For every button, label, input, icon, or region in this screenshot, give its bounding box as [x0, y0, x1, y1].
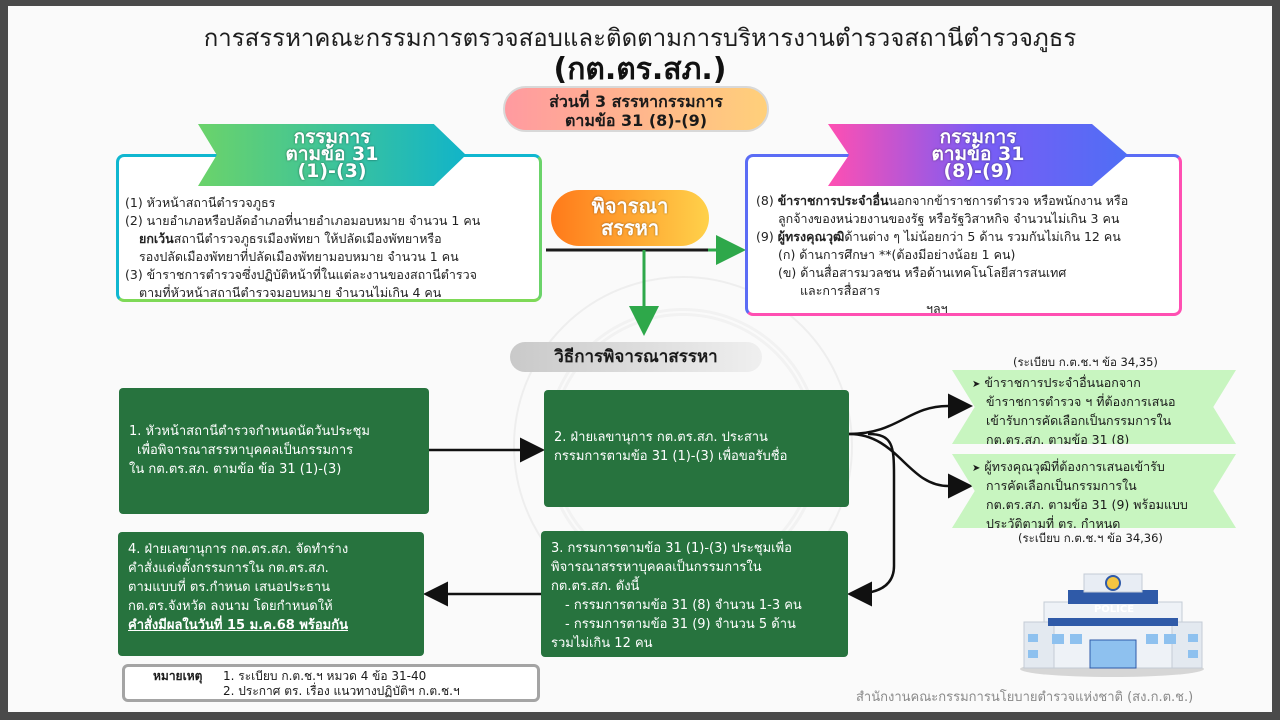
- pentagon-line: ข้าราชการตำรวจ ฯ ที่ต้องการเสนอ: [986, 393, 1236, 412]
- effective-date-line: คำสั่งมีผลในวันที่ 15 ม.ค.68 พร้อมกัน: [128, 618, 349, 633]
- pentagon-line: ข้าราชการประจำอื่นนอกจาก: [984, 374, 1236, 393]
- step-line: กต.ตร.จังหวัด ลงนาม โดยกำหนดให้: [128, 599, 333, 614]
- infographic-page: การสรรหาคณะกรรมการตรวจสอบและติดตามการบริ…: [8, 6, 1272, 712]
- part-label: ส่วนที่ 3 สรรหากรรมการ ตามข้อ 31 (8)-(9): [503, 86, 769, 132]
- step2-box: 2. ฝ่ายเลขานุการ กต.ตร.สภ. ประสาน กรรมกา…: [544, 390, 849, 507]
- item-bold: ผู้ทรงคุณวุฒิ: [777, 229, 845, 244]
- consider-recruit-pill: พิจารณา สรรหา: [551, 190, 709, 246]
- pentagon-line: ประวัติตามที่ ตร. กำหนด: [986, 516, 1121, 531]
- connector-pentagons-to-step3: [847, 432, 896, 607]
- banner-line2: ตามข้อ 31: [931, 143, 1025, 165]
- list-item: และการสื่อสาร: [800, 283, 881, 298]
- note-line: หมายเหตุ 1. ระเบียบ ก.ต.ช.ฯ หมวด 4 ข้อ 31…: [153, 669, 537, 684]
- pentagon-line: กต.ตร.สภ. ตามข้อ 31 (9) พร้อมแบบ: [986, 497, 1188, 512]
- item-number: (9): [756, 229, 774, 244]
- list-item: ยกเว้นสถานีตำรวจภูธรเมืองพัทยา ให้ปลัดเม…: [125, 230, 480, 248]
- pentagon-line: กต.ตร.สภ. ตามข้อ 31 (8): [986, 432, 1130, 447]
- pentagon-line: เข้ารับการคัดเลือกเป็นกรรมการใน: [986, 413, 1172, 428]
- step-line: ตามแบบที่ ตร.กำหนด เสนอประธาน: [128, 580, 331, 595]
- note-title: หมายเหตุ: [153, 669, 203, 683]
- connector-arrows: [423, 235, 973, 607]
- banner-line1: กรรมการ: [939, 126, 1017, 148]
- exception-text: สถานีตำรวจภูธรเมืองพัทยา ให้ปลัดเมืองพัท…: [173, 231, 442, 246]
- item-number: (8): [756, 193, 774, 208]
- step-line: เพื่อพิจารณาสรรหาบุคคลเป็นกรรมการ: [137, 443, 354, 458]
- left-committee-list: (1) หัวหน้าสถานีตำรวจภูธร (2) นายอำเภอหร…: [125, 194, 480, 302]
- consider-line2: สรรหา: [600, 216, 660, 240]
- right-committee-list: (8) ข้าราชการประจำอื่นนอกจากข้าราชการตำร…: [756, 192, 1128, 318]
- step-line: 2. ฝ่ายเลขานุการ กต.ตร.สภ. ประสาน: [554, 430, 768, 445]
- step-line: กรรมการตามข้อ 31 (1)-(3) เพื่อขอรับชื่อ: [554, 449, 788, 464]
- step-line: คำสั่งแต่งตั้งกรรมการใน กต.ตร.สภ.: [128, 561, 329, 576]
- step3-box: 3. กรรมการตามข้อ 31 (1)-(3) ประชุมเพื่อ …: [541, 531, 848, 657]
- step1-box: 1. หัวหน้าสถานีตำรวจกำหนดนัดวันประชุม เพ…: [119, 388, 429, 514]
- list-item: (ข) ด้านสื่อสารมวลชน หรือด้านเทคโนโลยีสา…: [778, 265, 1067, 280]
- list-item: ฯลฯ: [926, 301, 948, 316]
- note-text: 1. ระเบียบ ก.ต.ช.ฯ หมวด 4 ข้อ 31-40: [223, 669, 427, 683]
- step-line: - กรรมการตามข้อ 31 (9) จำนวน 5 ด้าน: [565, 617, 796, 632]
- part-label-line1: ส่วนที่ 3 สรรหากรรมการ: [549, 92, 723, 111]
- page-title: การสรรหาคณะกรรมการตรวจสอบและติดตามการบริ…: [203, 24, 1077, 52]
- pentagon-line: การคัดเลือกเป็นกรรมการใน: [986, 478, 1137, 493]
- connector-step2-to-pentagon1: [848, 393, 973, 436]
- step-line: 4. ฝ่ายเลขานุการ กต.ตร.สภ. จัดทำร่าง: [128, 542, 349, 557]
- regulation-ref-bottom: (ระเบียบ ก.ต.ช.ฯ ข้อ 34,36): [1018, 531, 1163, 545]
- step-line: 3. กรรมการตามข้อ 31 (1)-(3) ประชุมเพื่อ: [551, 541, 792, 556]
- regulation-ref-top: (ระเบียบ ก.ต.ช.ฯ ข้อ 34,35): [1013, 355, 1158, 369]
- item-text: ด้านต่าง ๆ ไม่น้อยกว่า 5 ด้าน รวมกันไม่เ…: [844, 229, 1121, 244]
- part-label-line2: ตามข้อ 31 (8)-(9): [564, 111, 708, 130]
- step4-box: 4. ฝ่ายเลขานุการ กต.ตร.สภ. จัดทำร่าง คำส…: [118, 532, 424, 656]
- list-item: (8) ข้าราชการประจำอื่นนอกจากข้าราชการตำร…: [756, 192, 1128, 210]
- list-item: (2) นายอำเภอหรือปลัดอำเภอที่นายอำเภอมอบห…: [125, 213, 481, 228]
- step-line: พิจารณาสรรหาบุคคลเป็นกรรมการใน: [551, 560, 762, 575]
- exception-label: ยกเว้น: [139, 231, 174, 246]
- step-line: รวมไม่เกิน 12 คน: [551, 636, 653, 651]
- step-line: 1. หัวหน้าสถานีตำรวจกำหนดนัดวันประชุม: [129, 424, 370, 439]
- list-item: ตามที่หัวหน้าสถานีตำรวจมอบหมาย จำนวนไม่เ…: [139, 285, 442, 300]
- list-item: (ก) ด้านการศึกษา **(ต้องมีอย่างน้อย 1 คน…: [778, 247, 1016, 262]
- pentagon-expert: ผู้ทรงคุณวุฒิที่ต้องการเสนอเข้ารับ การคั…: [952, 454, 1236, 528]
- left-committee-banner: กรรมการ ตามข้อ 31 (1)-(3): [198, 124, 466, 186]
- list-item: (3) ข้าราชการตำรวจซึ่งปฏิบัติหน้าที่ในแต…: [125, 267, 477, 282]
- note-box: หมายเหตุ 1. ระเบียบ ก.ต.ช.ฯ หมวด 4 ข้อ 31…: [122, 664, 540, 702]
- banner-line3: (1)-(3): [297, 160, 367, 182]
- banner-line2: ตามข้อ 31: [285, 143, 379, 165]
- step-line: ใน กต.ตร.สภ. ตามข้อ ข้อ 31 (1)-(3): [129, 462, 342, 477]
- page-subtitle: (กต.ตร.สภ.): [553, 52, 727, 87]
- pentagon-line: ผู้ทรงคุณวุฒิที่ต้องการเสนอเข้ารับ: [984, 458, 1236, 477]
- connector-step2-to-pentagon2: [848, 432, 973, 499]
- list-item: (1) หัวหน้าสถานีตำรวจภูธร: [125, 195, 276, 210]
- police-sign: POLICE: [1093, 604, 1135, 615]
- consider-line1: พิจารณา: [591, 194, 669, 218]
- item-text: นอกจากข้าราชการตำรวจ หรือพนักงาน หรือ: [888, 193, 1129, 208]
- right-committee-banner: กรรมการ ตามข้อ 31 (8)-(9): [828, 124, 1128, 186]
- item-bold: ข้าราชการประจำอื่น: [777, 193, 889, 208]
- step-line: - กรรมการตามข้อ 31 (8) จำนวน 1-3 คน: [565, 598, 802, 613]
- banner-line3: (8)-(9): [943, 160, 1013, 182]
- pentagon-text: ข้าราชการตำรวจ ฯ ที่ต้องการเสนอ: [986, 394, 1176, 409]
- list-item: รองปลัดเมืองพัทยาที่ปลัดเมืองพัทยามอบหมา…: [139, 249, 459, 264]
- method-label: วิธีการพิจารณาสรรหา: [510, 342, 762, 372]
- note-line: 2. ประกาศ ตร. เรื่อง แนวทางปฏิบัติฯ ก.ต.…: [223, 684, 460, 698]
- list-item: ลูกจ้างของหน่วยงานของรัฐ หรือรัฐวิสาหกิจ…: [778, 211, 1120, 226]
- pentagon-civil-servant: ข้าราชการประจำอื่นนอกจาก ข้าราชการตำรวจ …: [952, 370, 1236, 444]
- banner-line1: กรรมการ: [293, 126, 371, 148]
- footer-agency: สำนักงานคณะกรรมการนโยบายตำรวจแห่งชาติ (ส…: [856, 690, 1194, 705]
- list-item: (9) ผู้ทรงคุณวุฒิด้านต่าง ๆ ไม่น้อยกว่า …: [756, 228, 1128, 246]
- step-line: กต.ตร.สภ. ดังนี้: [551, 579, 640, 594]
